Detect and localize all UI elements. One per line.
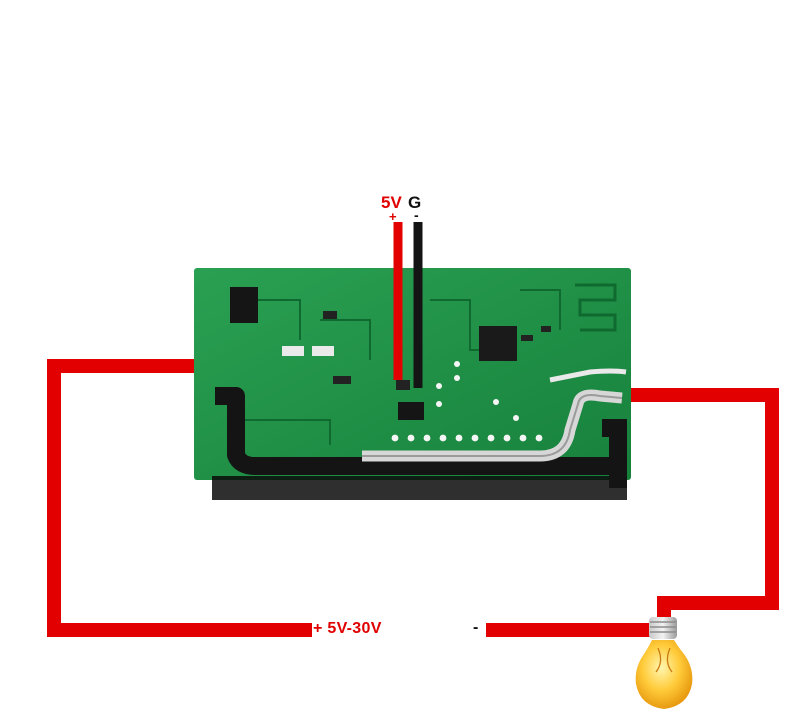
supply-ground-label: G (408, 193, 422, 212)
supply-5v-label: 5V (381, 193, 402, 212)
supply-minus-sign: - (414, 207, 419, 223)
right-load-wire (486, 388, 779, 637)
load-voltage-label: + 5V-30V (313, 620, 382, 637)
load-minus-sign: - (473, 619, 479, 636)
light-bulb-icon (635, 617, 693, 709)
left-load-wire (47, 359, 312, 637)
relay-pcb-module (194, 268, 631, 500)
supply-plus-sign: + (389, 209, 397, 224)
